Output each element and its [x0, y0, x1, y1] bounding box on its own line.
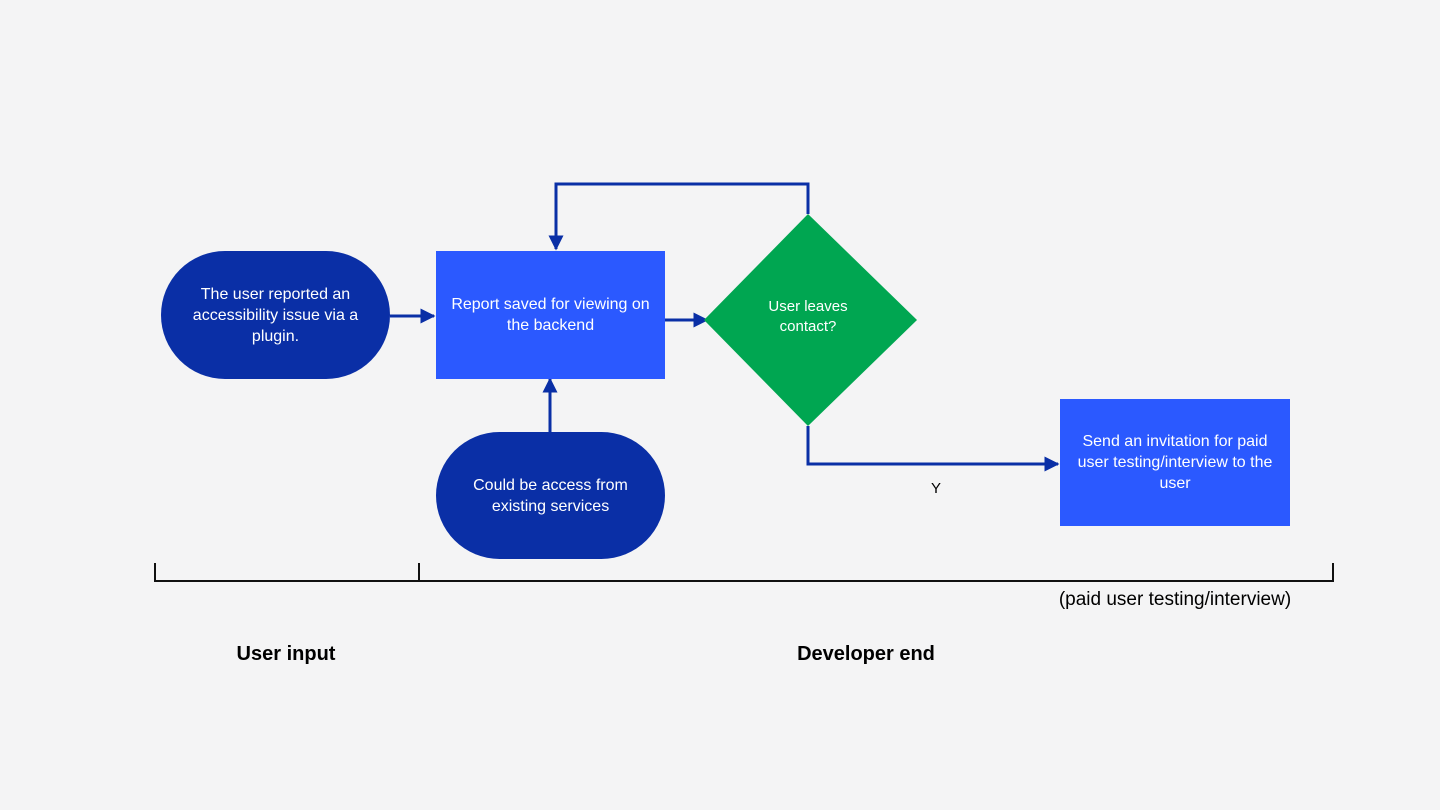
section-label-developer-end: Developer end: [797, 643, 935, 665]
decision-diamond: [704, 214, 917, 426]
send-invitation-node: Send an invitation for paid user testing…: [1060, 399, 1290, 526]
existing-services-text: Could be access from existing services: [473, 476, 628, 515]
paid-testing-annotation: (paid user testing/interview): [1058, 589, 1292, 610]
report-saved-text: Report saved for viewing on the backend: [451, 296, 650, 334]
arrow-decision-loop-back: [548, 182, 810, 251]
arrow-decision-yes: [806, 426, 1060, 472]
send-invitation-text: Send an invitation for paid user testing…: [1077, 433, 1273, 492]
decision-text: User leaves contact?: [768, 298, 848, 335]
edge-label-yes: Y: [930, 480, 941, 497]
section-label-user-input: User input: [236, 643, 336, 665]
user-report-text: The user reported an accessibility issue…: [192, 285, 359, 345]
report-saved-node: Report saved for viewing on the backend: [436, 251, 665, 379]
existing-services-node: Could be access from existing services: [436, 432, 665, 559]
user-report-node: The user reported an accessibility issue…: [161, 251, 390, 379]
